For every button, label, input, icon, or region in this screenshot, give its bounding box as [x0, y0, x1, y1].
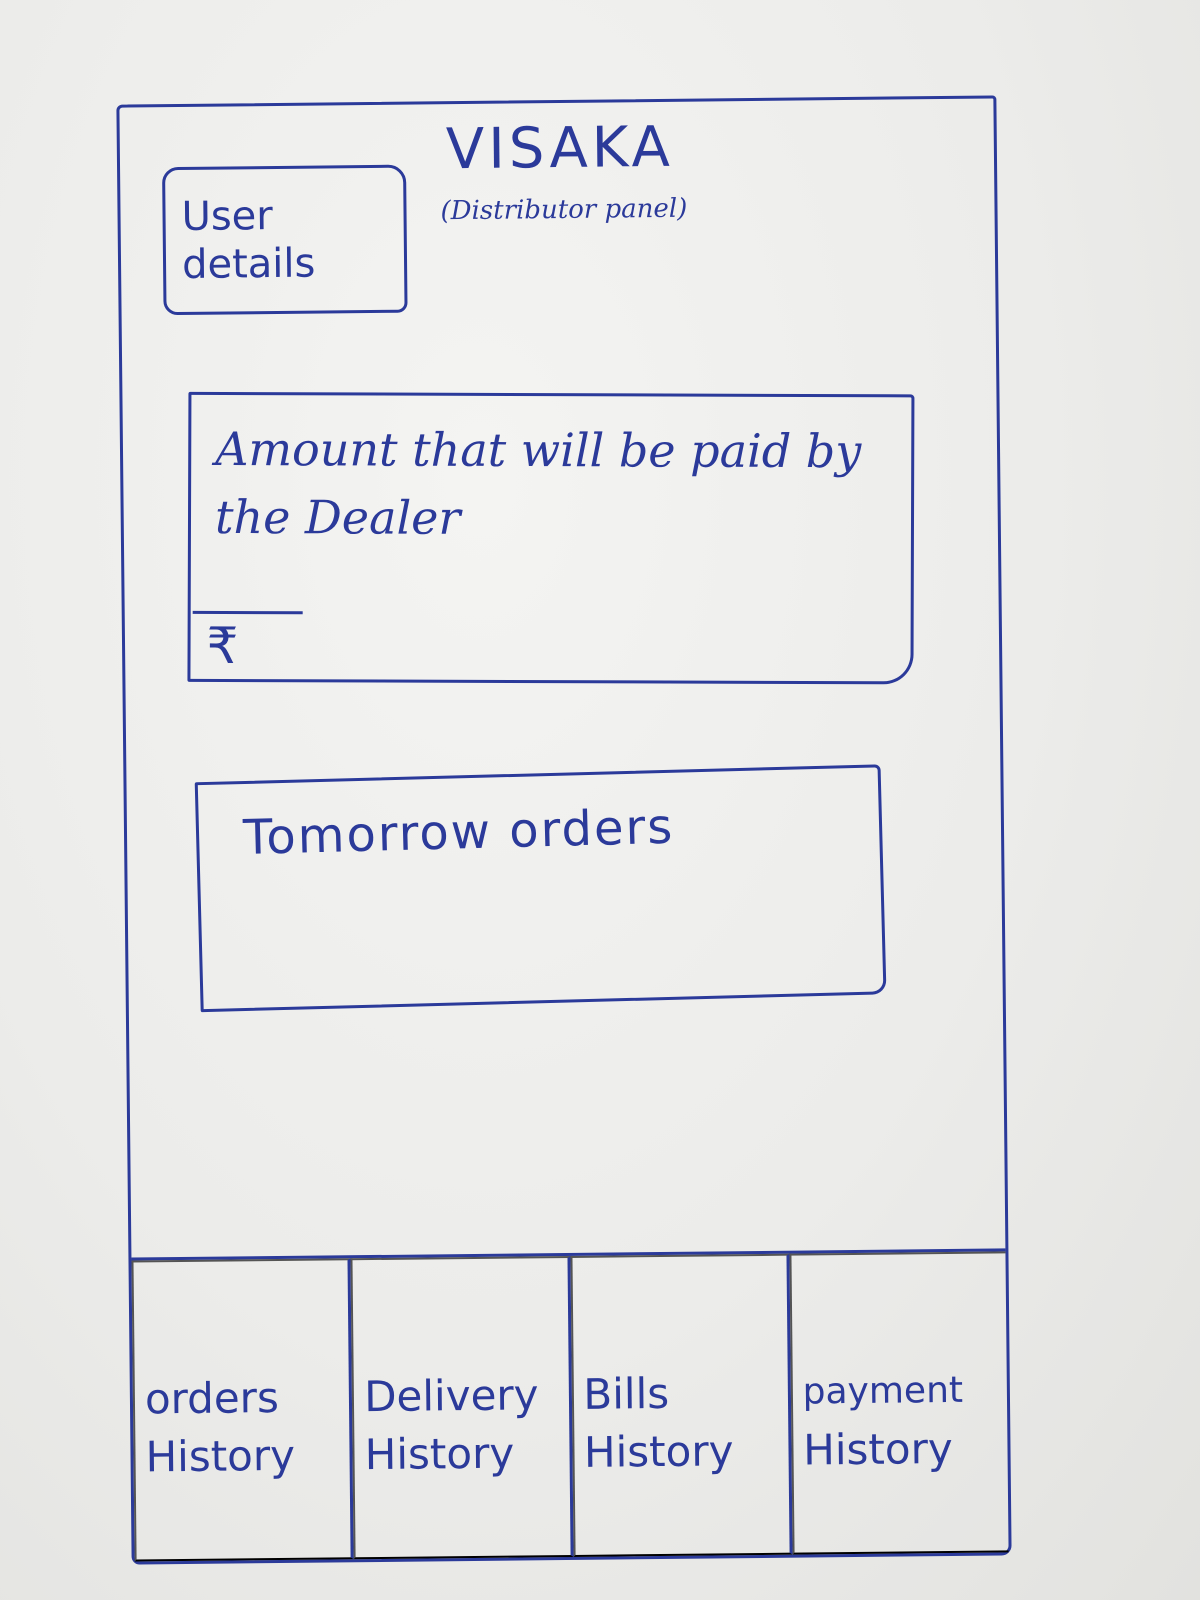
user-details-label-line2: details	[181, 240, 316, 288]
tab-label-line2: History	[364, 1428, 515, 1479]
tab-orders-history[interactable]: orders History	[131, 1258, 354, 1562]
tab-label-line1: Bills	[583, 1368, 670, 1419]
tab-label-line2: History	[145, 1430, 296, 1481]
tomorrow-orders-card[interactable]: Tomorrow orders	[194, 764, 887, 1013]
tab-label-line1: Delivery	[363, 1369, 539, 1421]
tab-bills-history[interactable]: Bills History	[569, 1253, 793, 1557]
amount-card-label: Amount that will be paid by the Dealer	[214, 421, 862, 545]
phone-frame: VISAKA (Distributor panel) User details …	[116, 95, 1012, 1565]
amount-value: ₹	[192, 610, 303, 680]
rupee-icon: ₹	[206, 616, 239, 676]
tab-payment-history[interactable]: payment History	[789, 1251, 1009, 1555]
tab-delivery-history[interactable]: Delivery History	[350, 1255, 574, 1560]
bottom-navigation: orders History Delivery History Bills Hi…	[131, 1248, 1009, 1562]
dealer-payment-amount-card: Amount that will be paid by the Dealer ₹	[187, 391, 915, 685]
tomorrow-orders-label: Tomorrow orders	[242, 798, 675, 867]
tab-label-line1: payment	[802, 1369, 964, 1413]
tab-label-line2: History	[802, 1423, 953, 1475]
tab-label-line2: History	[583, 1425, 734, 1477]
user-details-button[interactable]: User details	[162, 164, 408, 316]
app-title: VISAKA	[445, 114, 675, 183]
user-details-label-line1: User	[181, 193, 273, 240]
app-subtitle: (Distributor panel)	[440, 193, 688, 227]
tab-label-line1: orders	[144, 1372, 280, 1423]
